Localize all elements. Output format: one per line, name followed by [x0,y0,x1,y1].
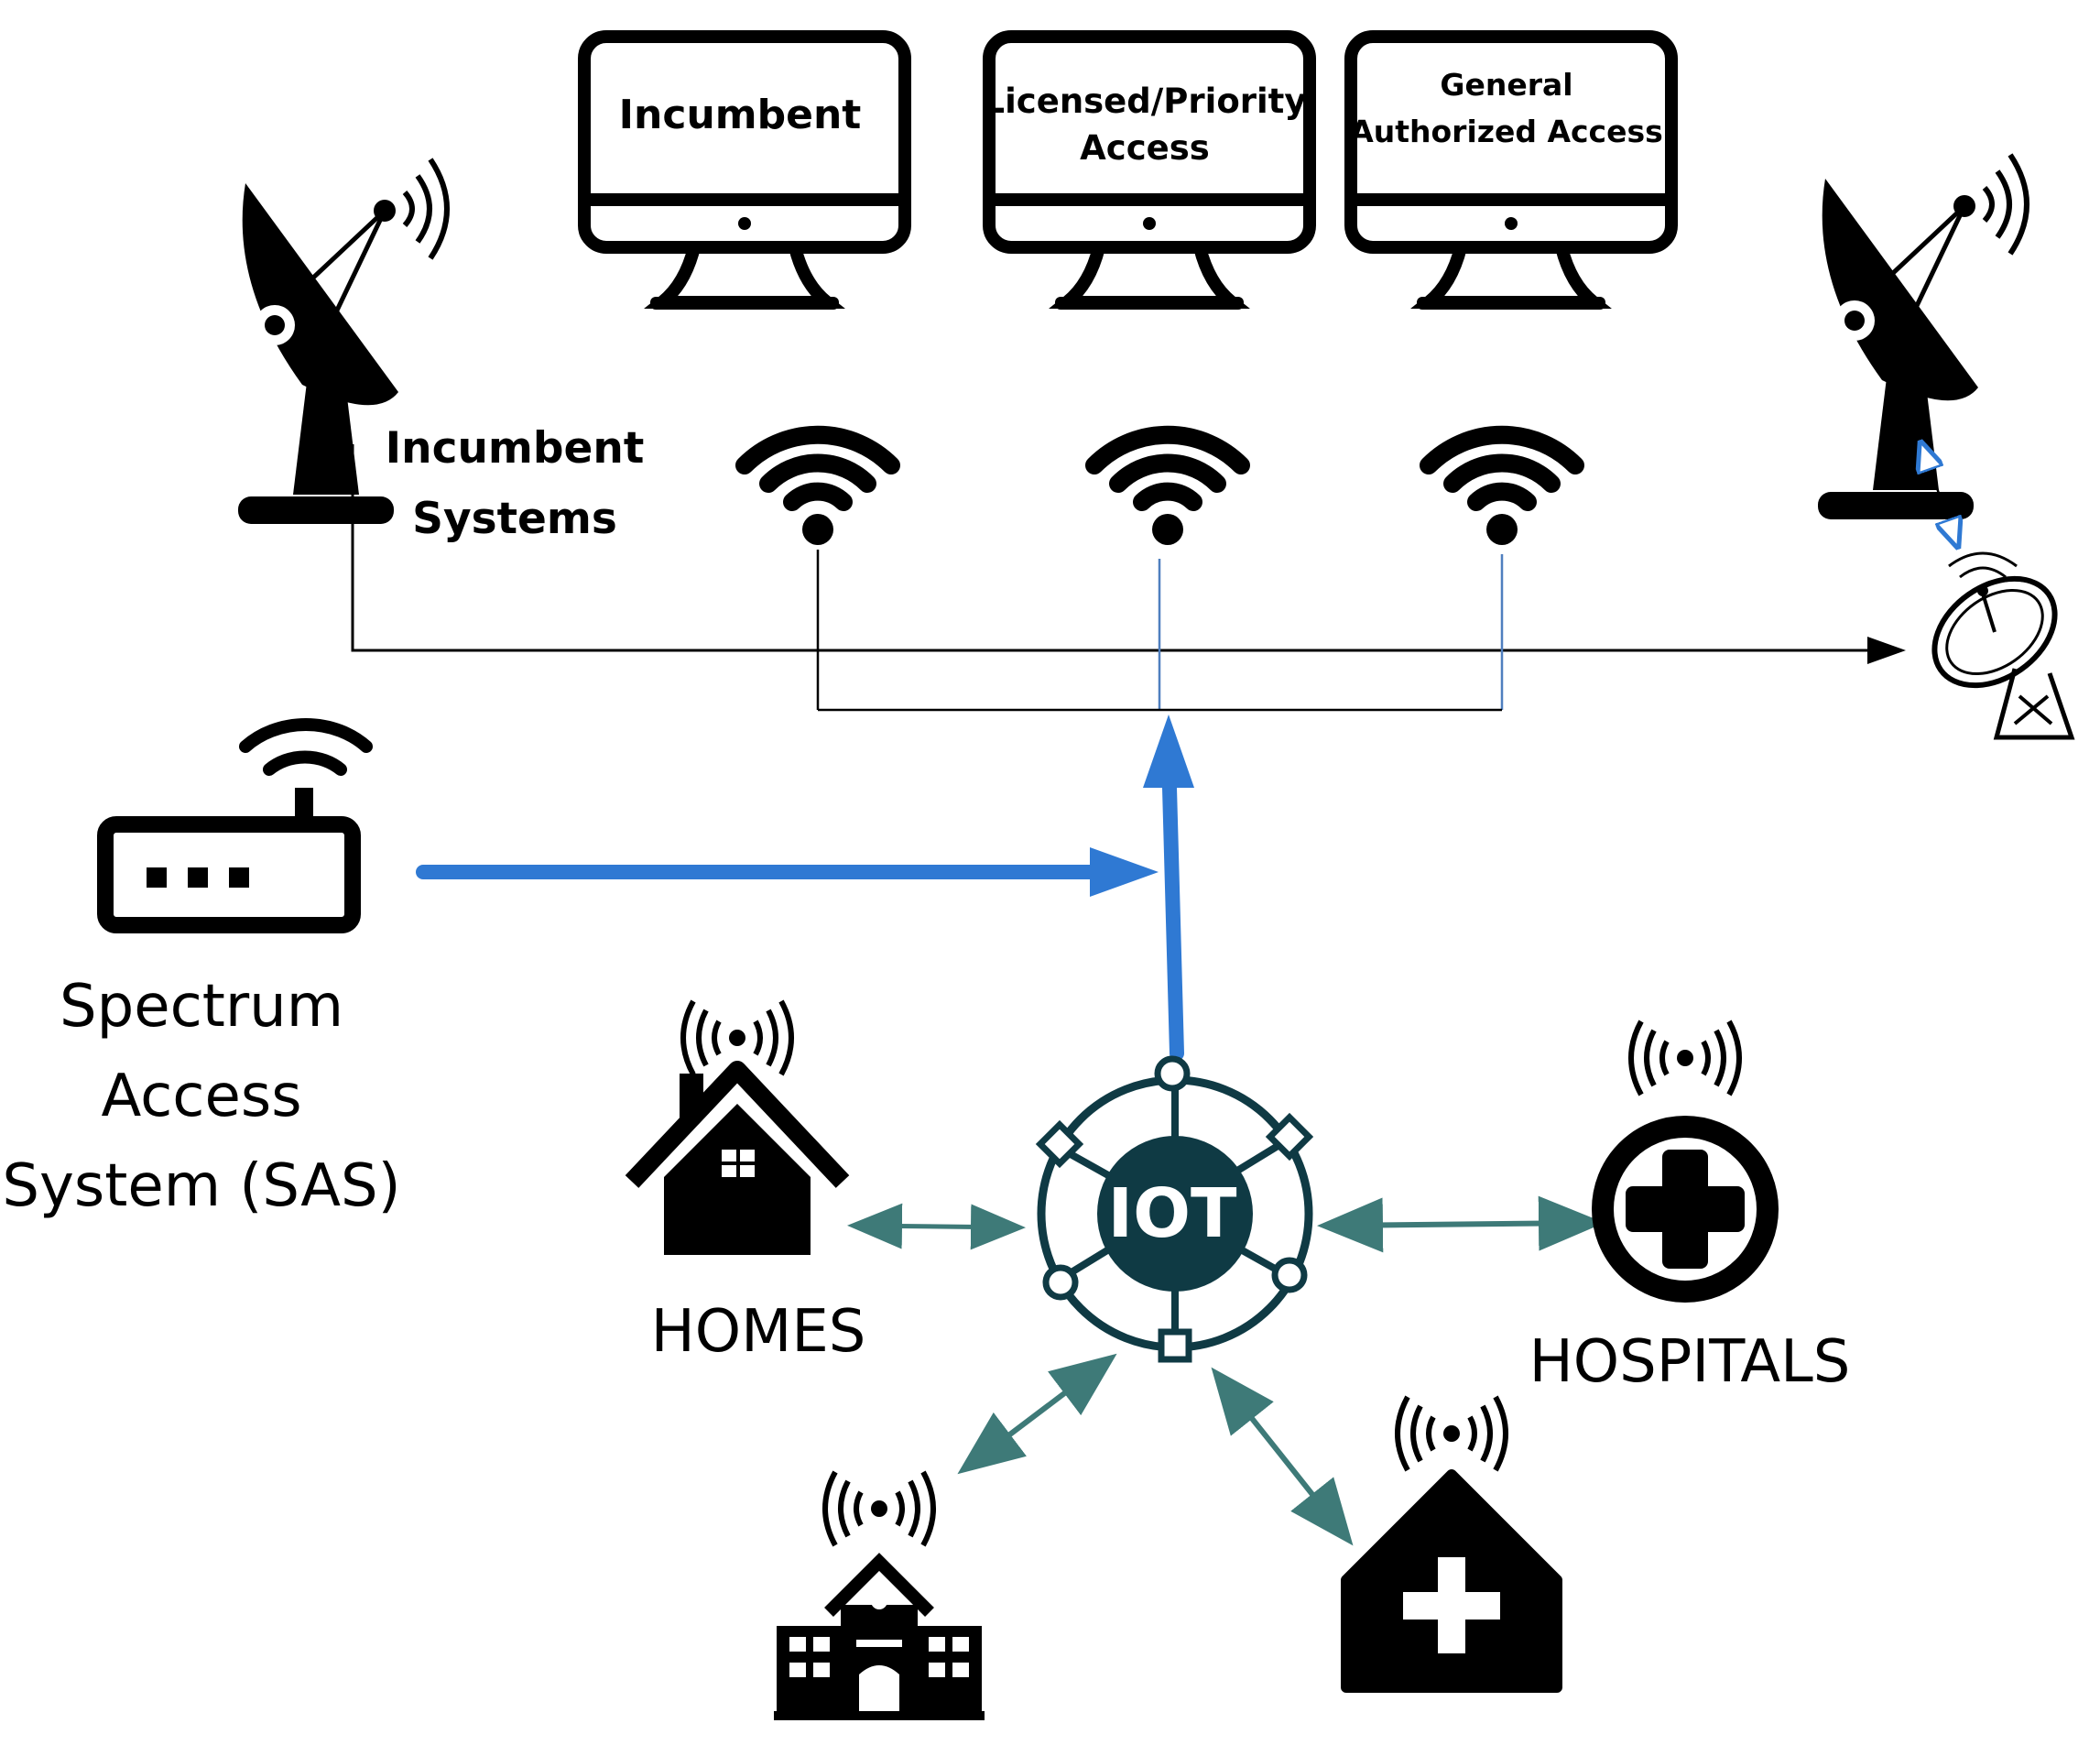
sas-label-line3: System (SAS) [2,1152,400,1220]
monitor-icon [584,37,905,310]
satellite-dish-icon-right [1818,155,2027,519]
incumbent-link-line [351,444,1906,664]
monitor-licensed-label-line1: Licensed/Priority [984,82,1307,121]
ground-satellite-dish-icon [1931,551,2075,740]
hospitals-iot-link [1317,1195,1605,1253]
homes-iot-link [847,1203,1026,1250]
hospitals-label: HOSPITALS [1529,1328,1851,1396]
monitor-licensed-label-line2: Access [1080,128,1210,168]
hospital-cross-icon [1592,1116,1779,1303]
sas-label-line2: Access [101,1063,301,1130]
house-icon [625,1061,850,1255]
monitor-general-label-line2: Authorized Access [1350,114,1663,149]
broadcast-icon-clinic [1398,1397,1506,1470]
school-iot-link [957,1353,1117,1475]
monitor-icon [989,37,1310,310]
sas-to-hub-arrow [416,847,1159,897]
router-icon [97,718,373,933]
clinic-iot-link [1211,1367,1354,1546]
monitor-incumbent: Incumbent [584,37,905,310]
dish-link-double-arrow [1921,444,1957,545]
iot-to-spectrum-arrow [1143,714,1194,1061]
clinic-house-icon [1341,1469,1562,1693]
monitor-general-label-line1: General [1440,67,1572,103]
iot-hub-icon [1035,1055,1314,1363]
broadcast-icon-hospitals [1631,1021,1739,1095]
wifi-icon-general [1429,435,1575,545]
monitor-general-authorized: General Authorized Access [1350,37,1671,310]
monitor-licensed-priority: Licensed/Priority Access [984,37,1310,310]
incumbent-systems-label-line2: Systems [412,494,617,544]
sas-label-line1: Spectrum [60,973,343,1041]
wifi-icon-licensed [1094,435,1241,545]
homes-label: HOMES [651,1298,866,1366]
broadcast-icon-school [825,1472,933,1545]
iot-hub-label: IOT [1108,1174,1237,1253]
wifi-icon-incumbent [745,435,891,545]
monitor-incumbent-label: Incumbent [619,92,862,138]
school-building-icon [774,1553,985,1720]
incumbent-systems-label-line1: Incumbent [386,423,645,474]
